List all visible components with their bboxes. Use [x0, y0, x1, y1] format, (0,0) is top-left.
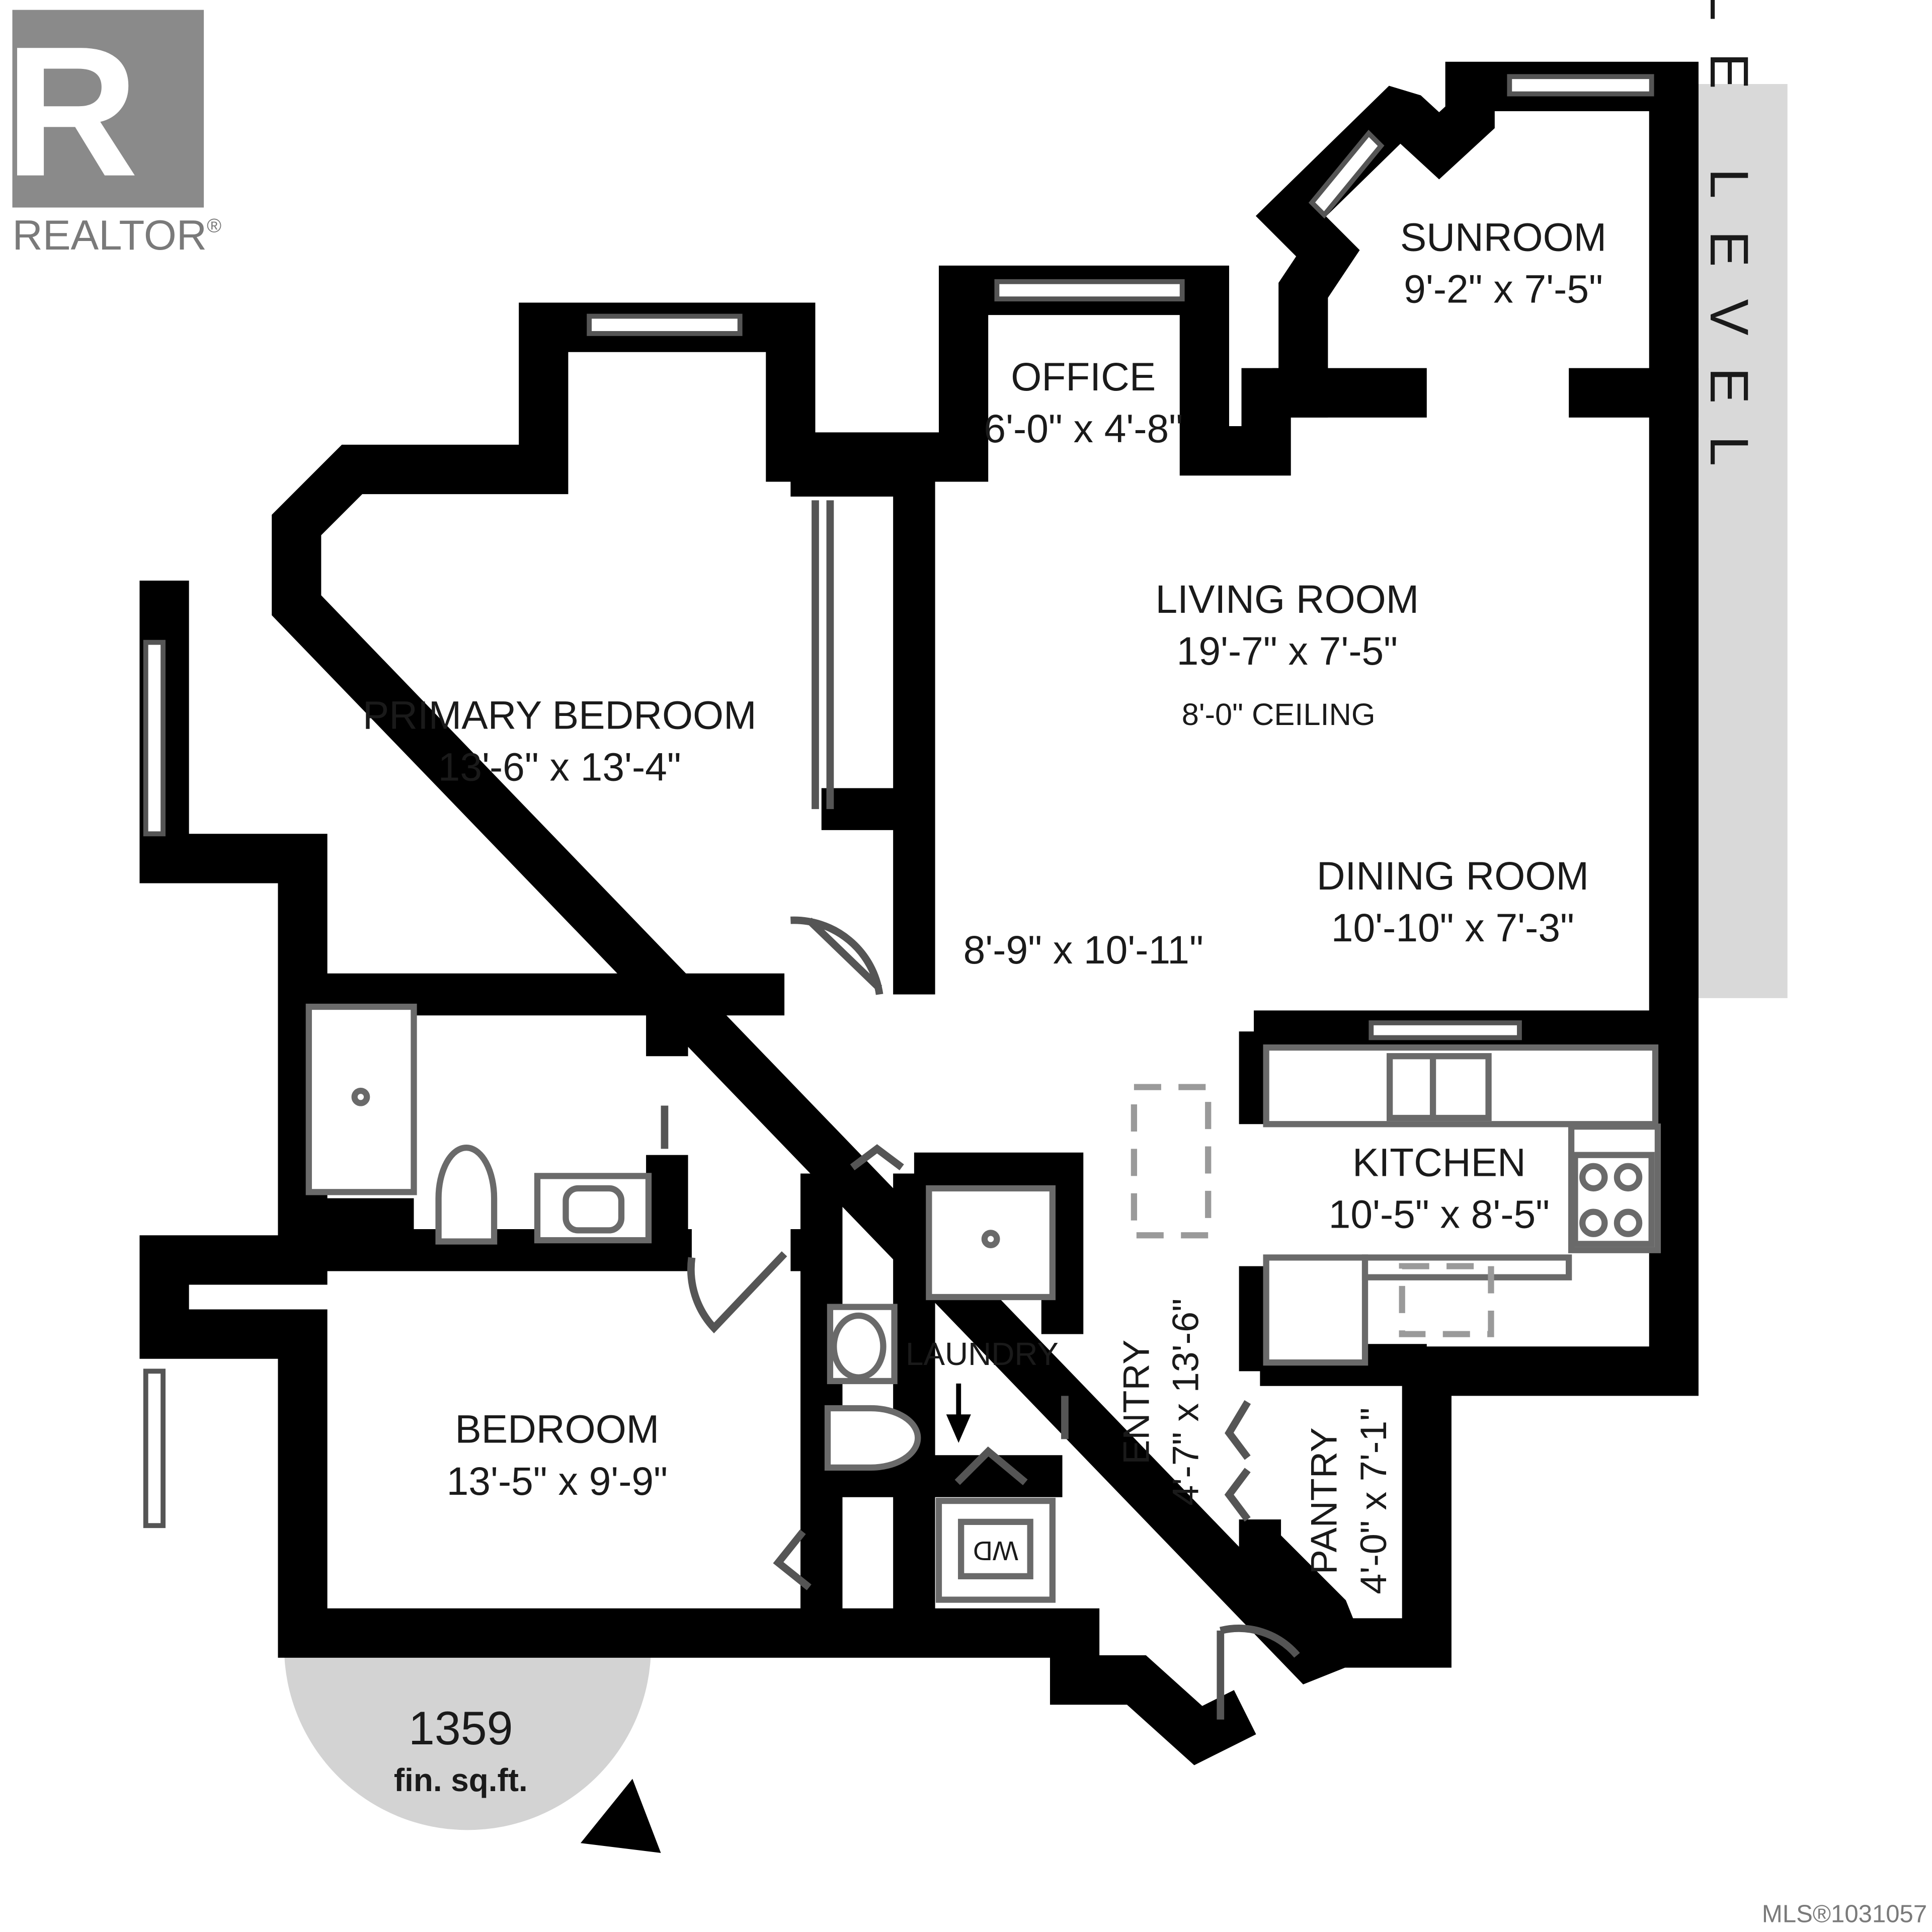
living-room-dim: 19'-7" x 7'-5": [1177, 629, 1398, 673]
window: [1369, 1020, 1522, 1040]
window: [1507, 74, 1654, 97]
dashed-fixture-outline: [1131, 1084, 1212, 1239]
arrow-stem-icon: [956, 1383, 961, 1416]
shower-drain-icon: [981, 1230, 1000, 1249]
area-value: 1359: [409, 1702, 513, 1754]
fixtures: WD: [305, 1003, 1661, 1603]
bedroom-name: BEDROOM: [455, 1407, 659, 1452]
area-badge-disc: [284, 1646, 651, 1830]
dining-room-dim: 10'-10" x 7'-3": [1331, 906, 1574, 950]
laundry-name: LAUNDRY: [906, 1336, 1059, 1372]
doors: [661, 500, 1300, 1720]
primary-bedroom-door: [790, 916, 883, 995]
laundry-top-wall: [914, 1152, 1084, 1334]
burner-icon: [1579, 1163, 1608, 1192]
window: [994, 279, 1185, 302]
kitchen-dim: 10'-5" x 8'-5": [1329, 1192, 1550, 1237]
pantry-dim: 4'-0" x 7'-1": [1352, 1408, 1394, 1594]
burner-icon: [1614, 1209, 1643, 1237]
realtor-logo-mark: [12, 10, 204, 208]
laundry-toilet-icon: [831, 1312, 887, 1381]
sunroom-dim: 9'-2" x 7'-5": [1404, 267, 1603, 311]
burner-icon: [1579, 1209, 1608, 1237]
entry-door: [1217, 1625, 1300, 1720]
north-arrow-icon: [580, 1779, 661, 1853]
exterior-walls: [139, 61, 1699, 1765]
washer-dryer-label: WD: [973, 1536, 1018, 1566]
sunroom-name: SUNROOM: [1400, 215, 1606, 259]
living-room-name: LIVING ROOM: [1156, 577, 1419, 621]
interior-walls: [302, 454, 1662, 1651]
room-labels: SUNROOM 9'-2" x 7'-5" OFFICE 6'-0" x 4'-…: [363, 215, 1606, 1594]
entry-dim: 4'-7" x 13'-6": [1165, 1299, 1206, 1506]
bedroom-closet-door: [773, 1529, 812, 1590]
realtor-logo: R REALTOR®: [5, 9, 221, 259]
primary-bedroom-name: PRIMARY BEDROOM: [363, 693, 757, 738]
tub-drain-icon: [351, 1087, 370, 1106]
closet-sliding-door: [812, 500, 834, 810]
area-unit: fin. sq.ft.: [394, 1762, 528, 1798]
single-level-banner: SINGLE LEVEL: [1688, 0, 1788, 998]
refrigerator: [1263, 1254, 1369, 1366]
arrow-down-icon: [946, 1414, 971, 1443]
realtor-logo-wordmark: REALTOR®: [13, 211, 222, 259]
window: [587, 313, 743, 336]
toilet-icon: [435, 1145, 498, 1245]
office-name: OFFICE: [1011, 355, 1156, 399]
realtor-logo-letter: R: [5, 9, 138, 215]
kitchen-name: KITCHEN: [1352, 1140, 1526, 1184]
area-badge: 1359 fin. sq.ft.: [284, 1646, 661, 1853]
kitchen-sink-icon: [1387, 1053, 1492, 1121]
dashed-island-outline: [1399, 1263, 1494, 1337]
pantry-bifold-door: [1224, 1400, 1251, 1522]
bathroom-door: [687, 1251, 787, 1334]
banner-background: [1688, 84, 1788, 998]
entry-name: ENTRY: [1115, 1340, 1157, 1465]
sink-icon: [562, 1185, 625, 1234]
window: [143, 639, 166, 837]
linen-bifold-door: [850, 1144, 904, 1171]
window: [1308, 129, 1385, 219]
hall-dim: 8'-9" x 10'-11": [963, 928, 1203, 972]
washer-dryer-panel: [958, 1518, 1033, 1580]
pantry-name: PANTRY: [1303, 1427, 1345, 1574]
bath-wall-block: [302, 1198, 414, 1250]
mls-number: MLS®1031057: [1762, 1900, 1927, 1927]
washer-bifold-door: [954, 1446, 1028, 1485]
windows: [143, 74, 1654, 1528]
pantry-angled-wall: [1239, 1519, 1360, 1651]
office-dim: 6'-0" x 4'-8": [984, 407, 1183, 451]
window: [143, 1369, 166, 1528]
bedroom-dim: 13'-5" x 9'-9": [447, 1459, 668, 1503]
primary-bedroom-dim: 13'-6" x 13'-4": [438, 745, 681, 789]
burner-icon: [1614, 1163, 1643, 1192]
ceiling-height: 8'-0" CEILING: [1182, 697, 1376, 732]
dining-room-name: DINING ROOM: [1317, 854, 1589, 898]
laundry-tub-icon: [824, 1405, 921, 1471]
banner-text: SINGLE LEVEL: [1699, 0, 1760, 498]
